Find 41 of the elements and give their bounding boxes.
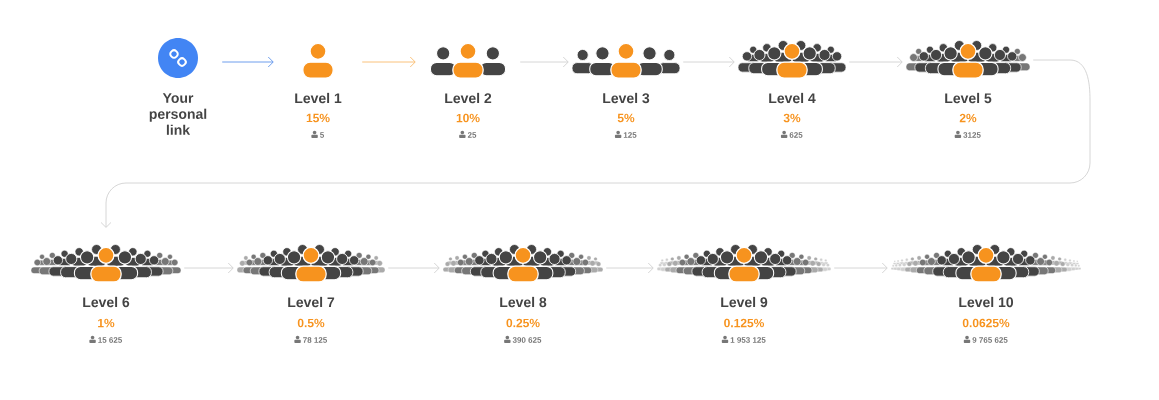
member-count: 125 <box>623 132 637 138</box>
level-title: Level 9 <box>721 296 768 308</box>
percentage: 0.0625% <box>962 318 1010 328</box>
percentage: 0.5% <box>297 318 325 328</box>
member-count: 5 <box>320 132 324 138</box>
level-title: Level 10 <box>959 296 1014 308</box>
level-title: Level 5 <box>945 92 992 104</box>
arrow <box>682 56 735 68</box>
arrow <box>183 262 234 274</box>
percentage: 0.25% <box>506 318 540 328</box>
percentage: 1% <box>98 318 115 328</box>
percentage: 5% <box>617 113 635 123</box>
arrow <box>221 56 274 68</box>
percentage: 3% <box>783 113 801 123</box>
level-title: Level 3 <box>603 92 650 104</box>
node-label: Your personal link <box>149 93 207 135</box>
member-count: 3125 <box>963 132 981 138</box>
level-title: Level 7 <box>288 296 335 308</box>
member-count: 78 125 <box>303 337 327 343</box>
arrow <box>100 59 1091 228</box>
member-count: 9 765 625 <box>972 337 1008 343</box>
arrow <box>519 56 569 68</box>
arrow <box>605 262 654 274</box>
member-count: 15 625 <box>98 337 122 343</box>
arrow <box>833 262 888 274</box>
level-title: Level 2 <box>445 92 492 104</box>
arrow <box>361 56 416 68</box>
arrow <box>848 56 903 68</box>
member-count: 625 <box>789 132 803 138</box>
percentage: 10% <box>456 113 480 123</box>
level-title: Level 8 <box>500 296 547 308</box>
percentage: 2% <box>959 113 977 123</box>
member-count: 1 953 125 <box>730 337 766 343</box>
arrow <box>387 262 440 274</box>
level-title: Level 1 <box>295 92 342 104</box>
member-count: 390 625 <box>512 337 542 343</box>
percentage: 15% <box>306 113 330 123</box>
level-title: Level 4 <box>769 92 816 104</box>
level-title: Level 6 <box>83 296 130 308</box>
member-count: 25 <box>467 132 477 138</box>
percentage: 0.125% <box>724 318 765 328</box>
